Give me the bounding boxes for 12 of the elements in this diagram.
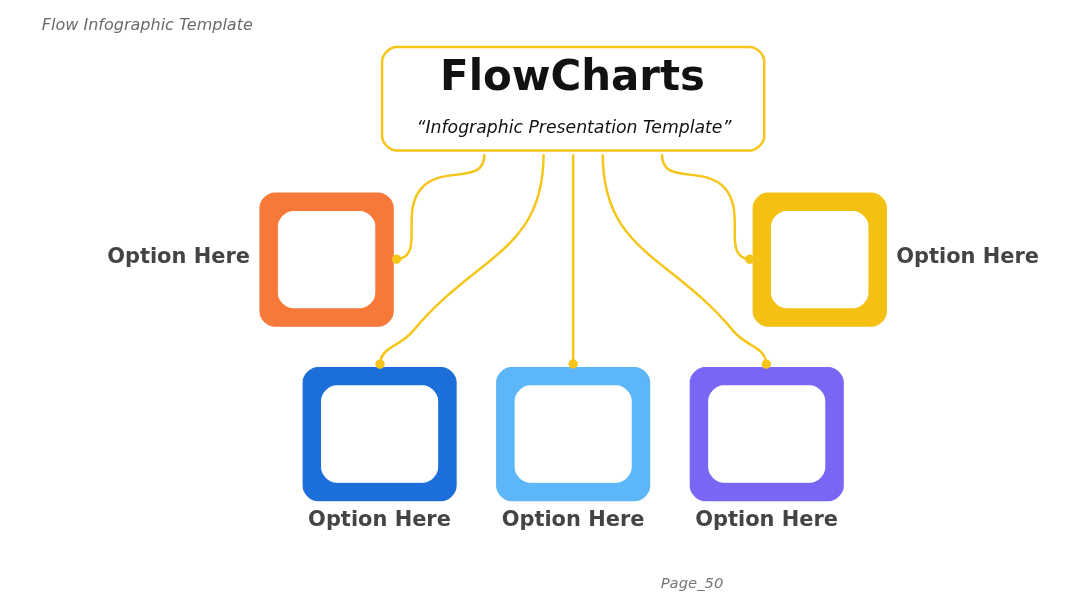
connector: [568, 154, 578, 369]
connector: [660, 154, 754, 264]
label: Page_50: [660, 573, 723, 591]
node-label: Option Here: [106, 244, 250, 269]
connector: [601, 154, 771, 369]
node-label: Option Here: [694, 507, 838, 532]
connector: [374, 154, 545, 369]
node-label: Option Here: [895, 244, 1039, 269]
connector: [391, 154, 486, 264]
node-label: Option Here: [307, 507, 451, 532]
node-label: Option Here: [501, 507, 644, 532]
diagram-title: Flow Infographic Template: [41, 14, 253, 34]
